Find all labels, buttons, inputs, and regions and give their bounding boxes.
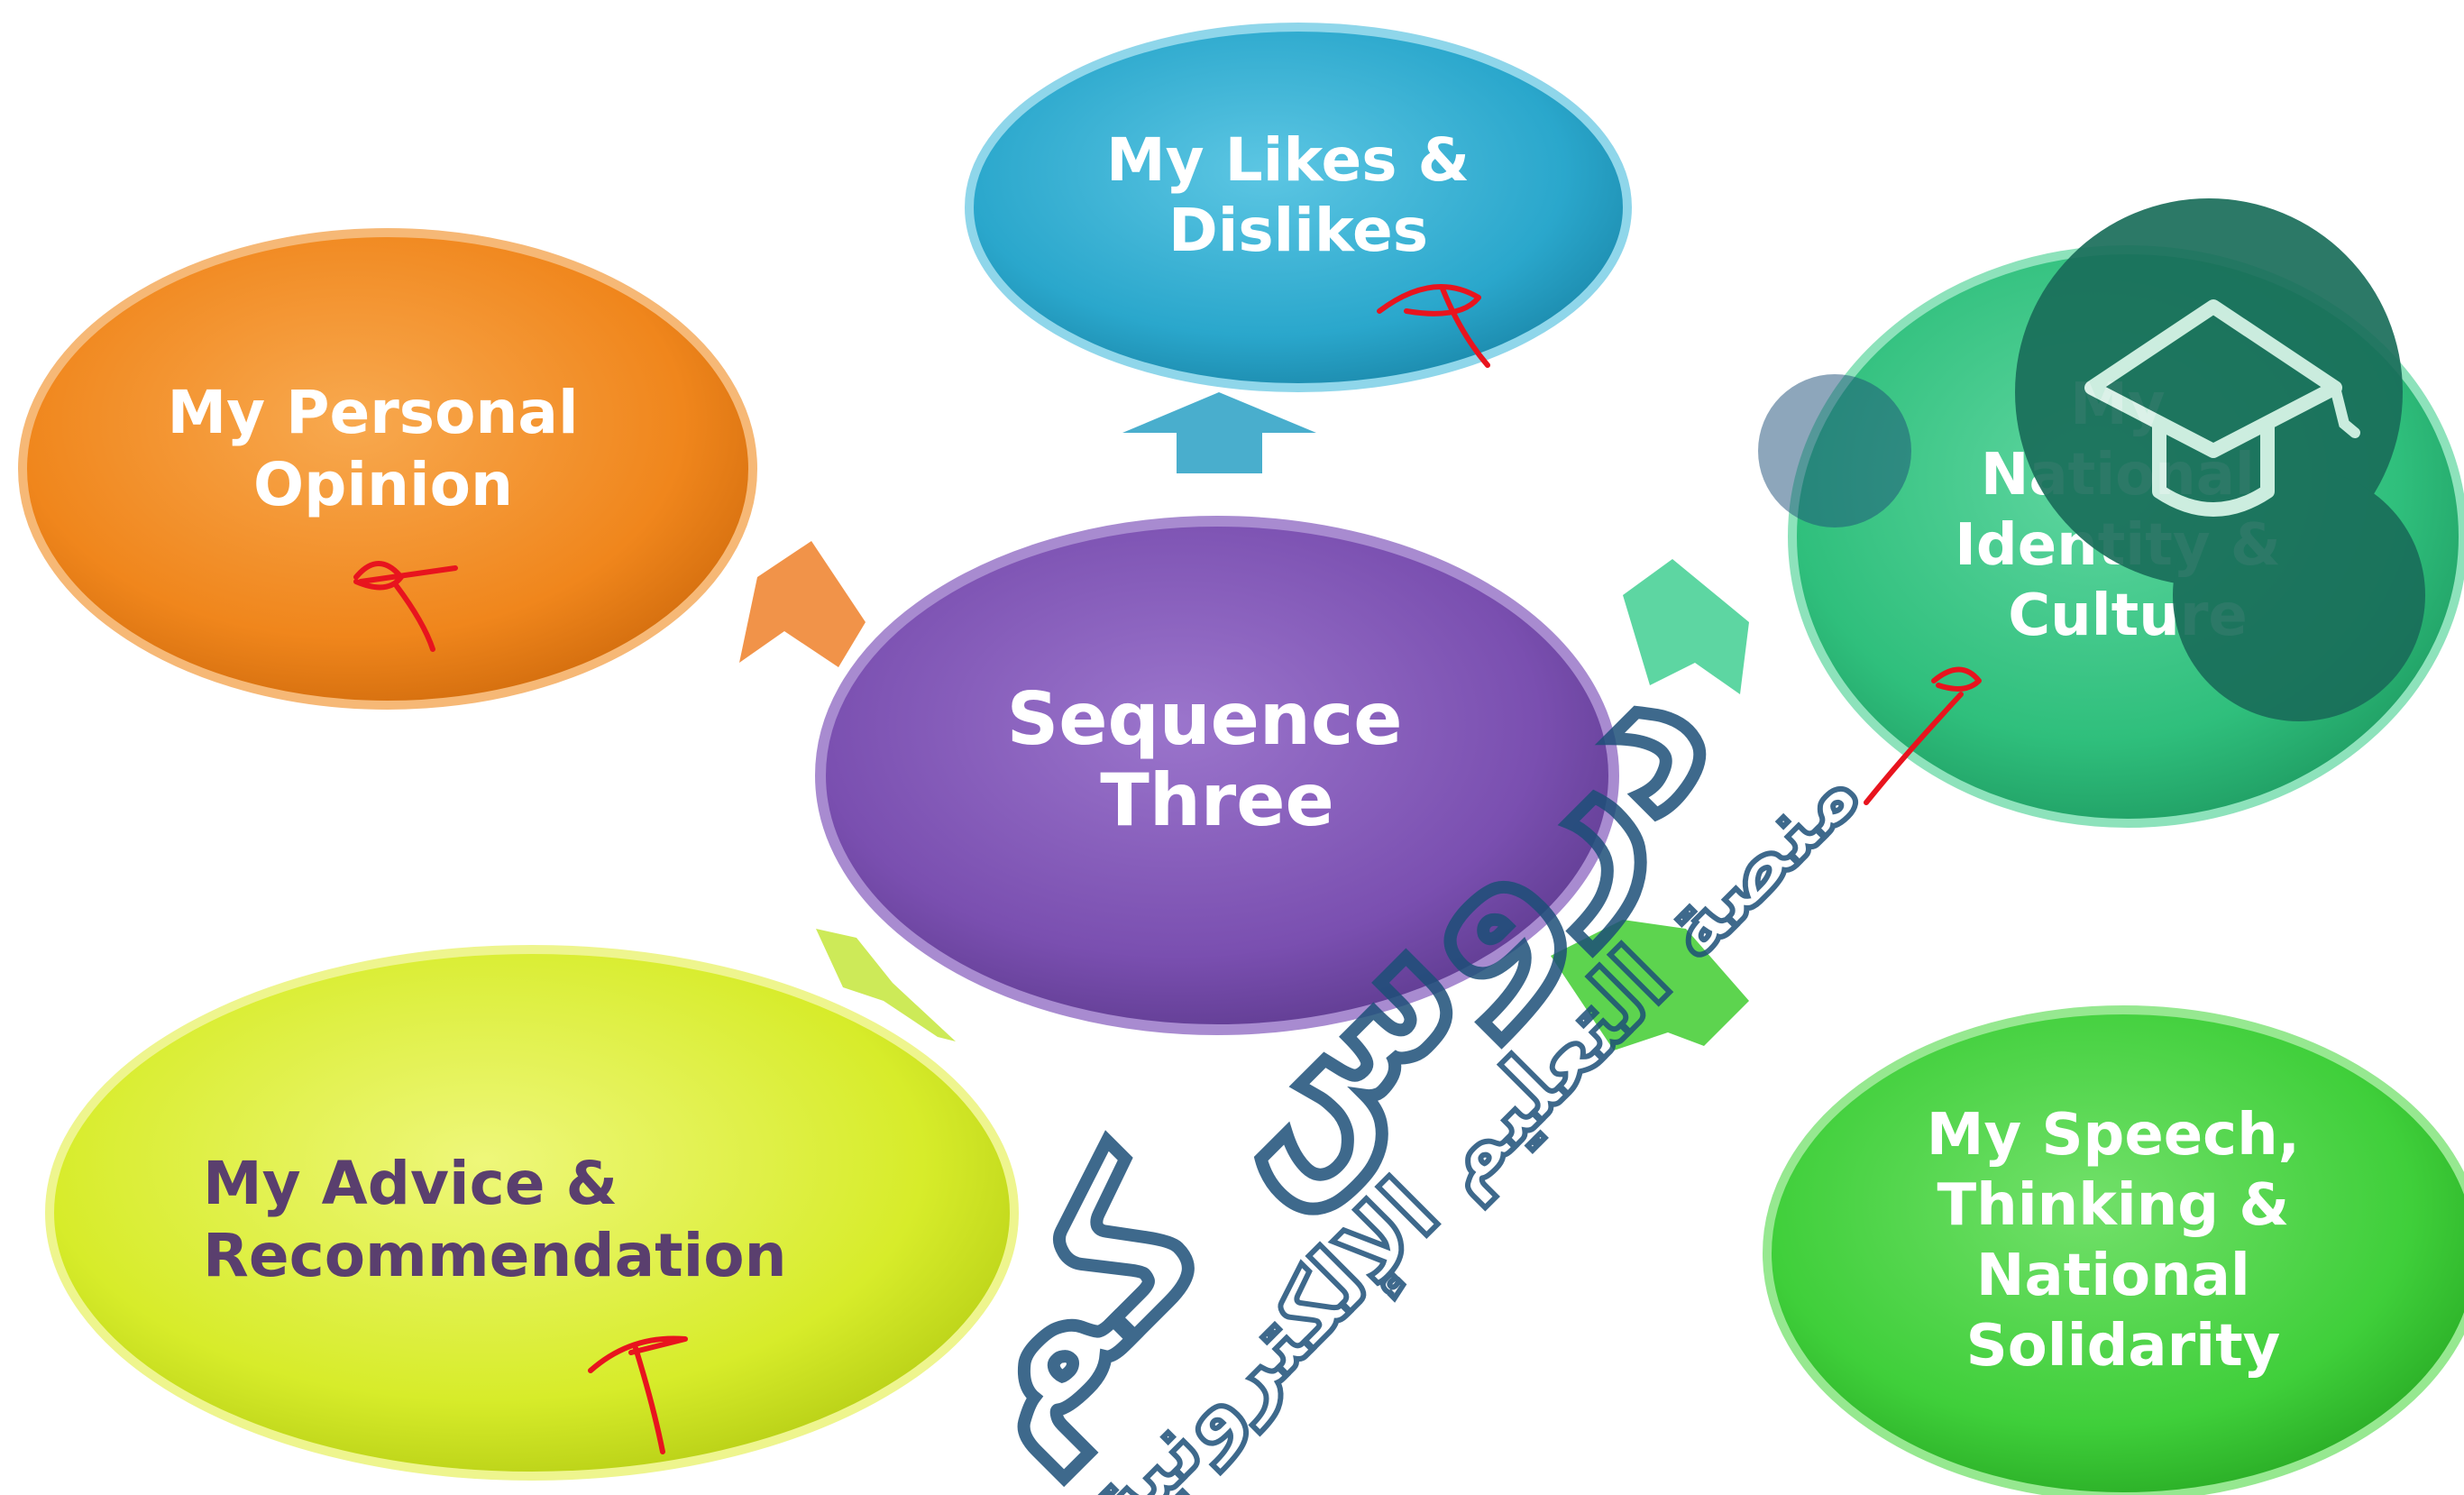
node-speech-line-2: Thinking &: [1937, 1172, 2290, 1239]
node-advice-line-2: Recommendation: [203, 1221, 787, 1290]
node-likes-circle: [965, 23, 1632, 392]
node-advice-label: My Advice & Recommendation: [203, 1149, 787, 1290]
arrow-up: [1122, 392, 1316, 473]
center-node-label: Sequence Three: [1007, 677, 1428, 842]
arrows: [739, 392, 1749, 1050]
handwritten-mark-identity: [1864, 666, 1982, 805]
handwritten-mark-advice: [588, 1335, 688, 1454]
arrow-left: [739, 541, 866, 667]
node-likes-line-1: My Likes &: [1106, 125, 1470, 195]
node-speech: My Speech, Thinking & National Solidarit…: [1763, 1005, 2464, 1495]
node-likes-line-2: Dislikes: [1168, 196, 1428, 265]
graduation-tassel-icon: [2330, 382, 2360, 438]
center-node-line-1: Sequence: [1007, 677, 1403, 761]
brand-logo: [1758, 198, 2425, 721]
node-speech-circle: [1763, 1005, 2464, 1495]
handwritten-marks: [353, 284, 1982, 1454]
node-opinion-line-2: Opinion: [253, 450, 513, 519]
arrow-down-right: [1551, 920, 1749, 1050]
arrow-down-left: [816, 929, 956, 1041]
node-advice-line-1: My Advice &: [203, 1149, 618, 1218]
node-opinion-circle: [18, 228, 757, 710]
node-advice: My Advice & Recommendation: [45, 945, 1019, 1481]
center-node-circle: [815, 516, 1619, 1035]
node-opinion-line-1: My Personal: [167, 378, 578, 447]
node-likes-label: My Likes & Dislikes: [1106, 125, 1490, 265]
node-speech-line-4: Solidarity: [1966, 1313, 2281, 1380]
node-opinion: My Personal Opinion: [18, 228, 757, 710]
node-speech-label: My Speech, Thinking & National Solidarit…: [1927, 1102, 2321, 1380]
center-node: Sequence Three: [815, 516, 1619, 1035]
logo-circle-small: [2173, 469, 2425, 721]
arrow-right: [1623, 559, 1749, 694]
handwritten-mark-likes: [1377, 284, 1490, 368]
node-opinion-label: My Personal Opinion: [167, 378, 599, 519]
node-advice-circle: [45, 945, 1019, 1481]
center-node-line-2: Three: [1100, 758, 1334, 842]
node-likes: My Likes & Dislikes: [965, 23, 1632, 392]
logo-dot-icon: [1758, 374, 1911, 527]
node-speech-line-1: My Speech,: [1927, 1102, 2300, 1169]
node-speech-line-3: National: [1976, 1243, 2250, 1309]
handwritten-mark-opinion: [353, 561, 458, 652]
